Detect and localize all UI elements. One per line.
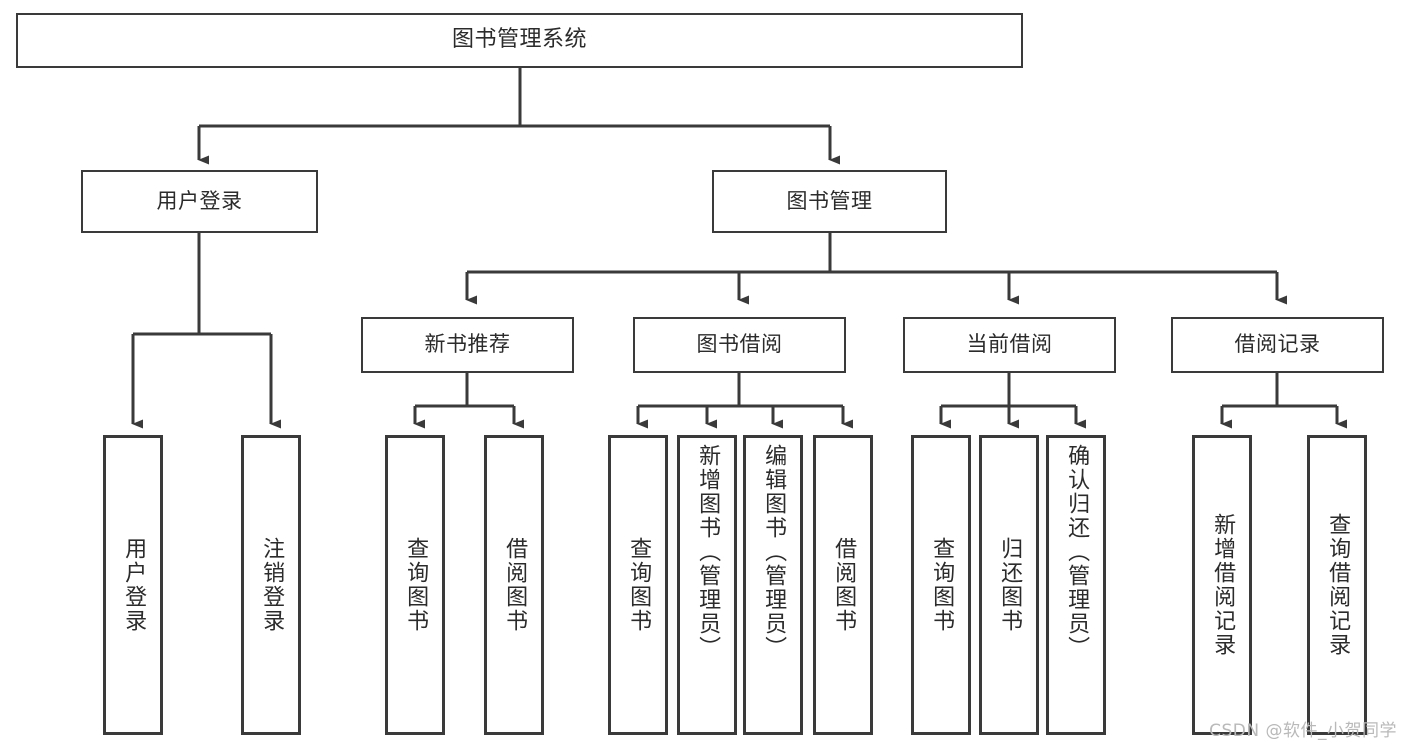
node-label: 当前借阅 [966, 332, 1053, 357]
leaf-label: 查询图书 [929, 537, 955, 633]
node-label: 图书借阅 [696, 332, 783, 357]
leaf-user-login[interactable]: 用户登录 [103, 435, 163, 735]
leaf-query-book-current[interactable]: 查询图书 [911, 435, 971, 735]
leaf-logout[interactable]: 注销登录 [241, 435, 301, 735]
leaf-borrow-book[interactable]: 借阅图书 [813, 435, 873, 735]
leaf-label: 查询图书 [626, 537, 652, 633]
leaf-add-book-admin[interactable]: 新增图书（管理员） [677, 435, 737, 735]
leaf-label: 借阅图书 [831, 537, 857, 633]
leaf-label: 新增图书（管理员） [695, 444, 721, 660]
node-current-borrow[interactable]: 当前借阅 [903, 317, 1116, 373]
leaf-edit-book-admin[interactable]: 编辑图书（管理员） [743, 435, 803, 735]
leaf-query-borrow-record[interactable]: 查询借阅记录 [1307, 435, 1367, 735]
node-user-login[interactable]: 用户登录 [81, 170, 318, 233]
node-new-book-recommend[interactable]: 新书推荐 [361, 317, 574, 373]
leaf-label: 借阅图书 [502, 537, 528, 633]
leaf-query-book-borrow[interactable]: 查询图书 [608, 435, 668, 735]
node-book-management[interactable]: 图书管理 [712, 170, 947, 233]
leaf-add-borrow-record[interactable]: 新增借阅记录 [1192, 435, 1252, 735]
leaf-label: 归还图书 [997, 537, 1023, 633]
leaf-return-book[interactable]: 归还图书 [979, 435, 1039, 735]
leaf-label: 新增借阅记录 [1210, 513, 1236, 657]
leaf-label: 注销登录 [259, 537, 285, 633]
leaf-borrow-book-recommend[interactable]: 借阅图书 [484, 435, 544, 735]
node-label: 新书推荐 [424, 332, 511, 357]
leaf-label: 查询图书 [403, 537, 429, 633]
node-label: 借阅记录 [1234, 332, 1321, 357]
leaf-label: 确认归还（管理员） [1064, 444, 1090, 660]
node-borrow-record[interactable]: 借阅记录 [1171, 317, 1384, 373]
watermark-text: CSDN @软件_小贺同学 [1209, 721, 1397, 741]
node-book-borrow[interactable]: 图书借阅 [633, 317, 846, 373]
leaf-label: 用户登录 [121, 537, 147, 633]
node-label: 用户登录 [156, 188, 243, 213]
leaf-label: 编辑图书（管理员） [761, 444, 787, 660]
node-root-system[interactable]: 图书管理系统 [16, 13, 1023, 68]
node-label: 图书管理 [786, 188, 873, 213]
leaf-query-book-recommend[interactable]: 查询图书 [385, 435, 445, 735]
node-label: 图书管理系统 [451, 27, 587, 53]
leaf-confirm-return-admin[interactable]: 确认归还（管理员） [1046, 435, 1106, 735]
leaf-label: 查询借阅记录 [1325, 513, 1351, 657]
